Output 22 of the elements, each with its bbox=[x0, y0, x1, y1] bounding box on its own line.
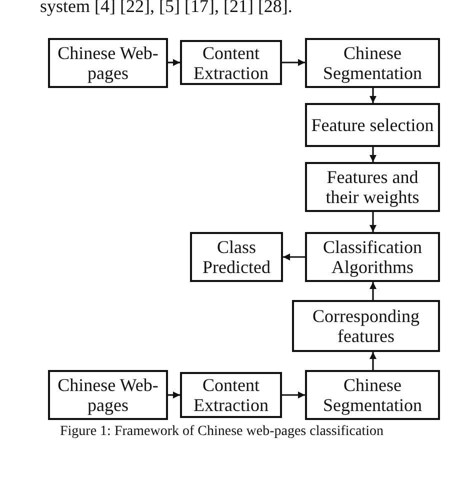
process-box: Chinese Segmentation bbox=[305, 370, 440, 420]
process-box: Classification Algorithms bbox=[305, 232, 440, 282]
process-box: Content Extraction bbox=[180, 372, 282, 418]
process-box: Features and their weights bbox=[305, 162, 440, 212]
process-box: Corresponding features bbox=[292, 300, 440, 352]
arrow bbox=[370, 88, 376, 103]
arrow bbox=[370, 282, 376, 300]
arrow bbox=[282, 392, 305, 398]
figure-caption: Figure 1: Framework of Chinese web-pages classification bbox=[60, 424, 384, 440]
process-box: Chinese Web-pages bbox=[48, 38, 168, 88]
process-box: Chinese Web-pages bbox=[48, 370, 168, 420]
arrow bbox=[282, 59, 305, 66]
arrow bbox=[370, 147, 376, 162]
arrow bbox=[283, 254, 305, 260]
arrow bbox=[168, 392, 180, 398]
arrow bbox=[168, 59, 180, 66]
process-box: Feature selection bbox=[305, 103, 440, 147]
process-box: Class Predicted bbox=[190, 232, 283, 282]
arrow bbox=[370, 212, 376, 232]
process-box: Chinese Segmentation bbox=[305, 38, 440, 88]
arrow bbox=[370, 352, 376, 370]
process-box: Content Extraction bbox=[180, 40, 282, 85]
